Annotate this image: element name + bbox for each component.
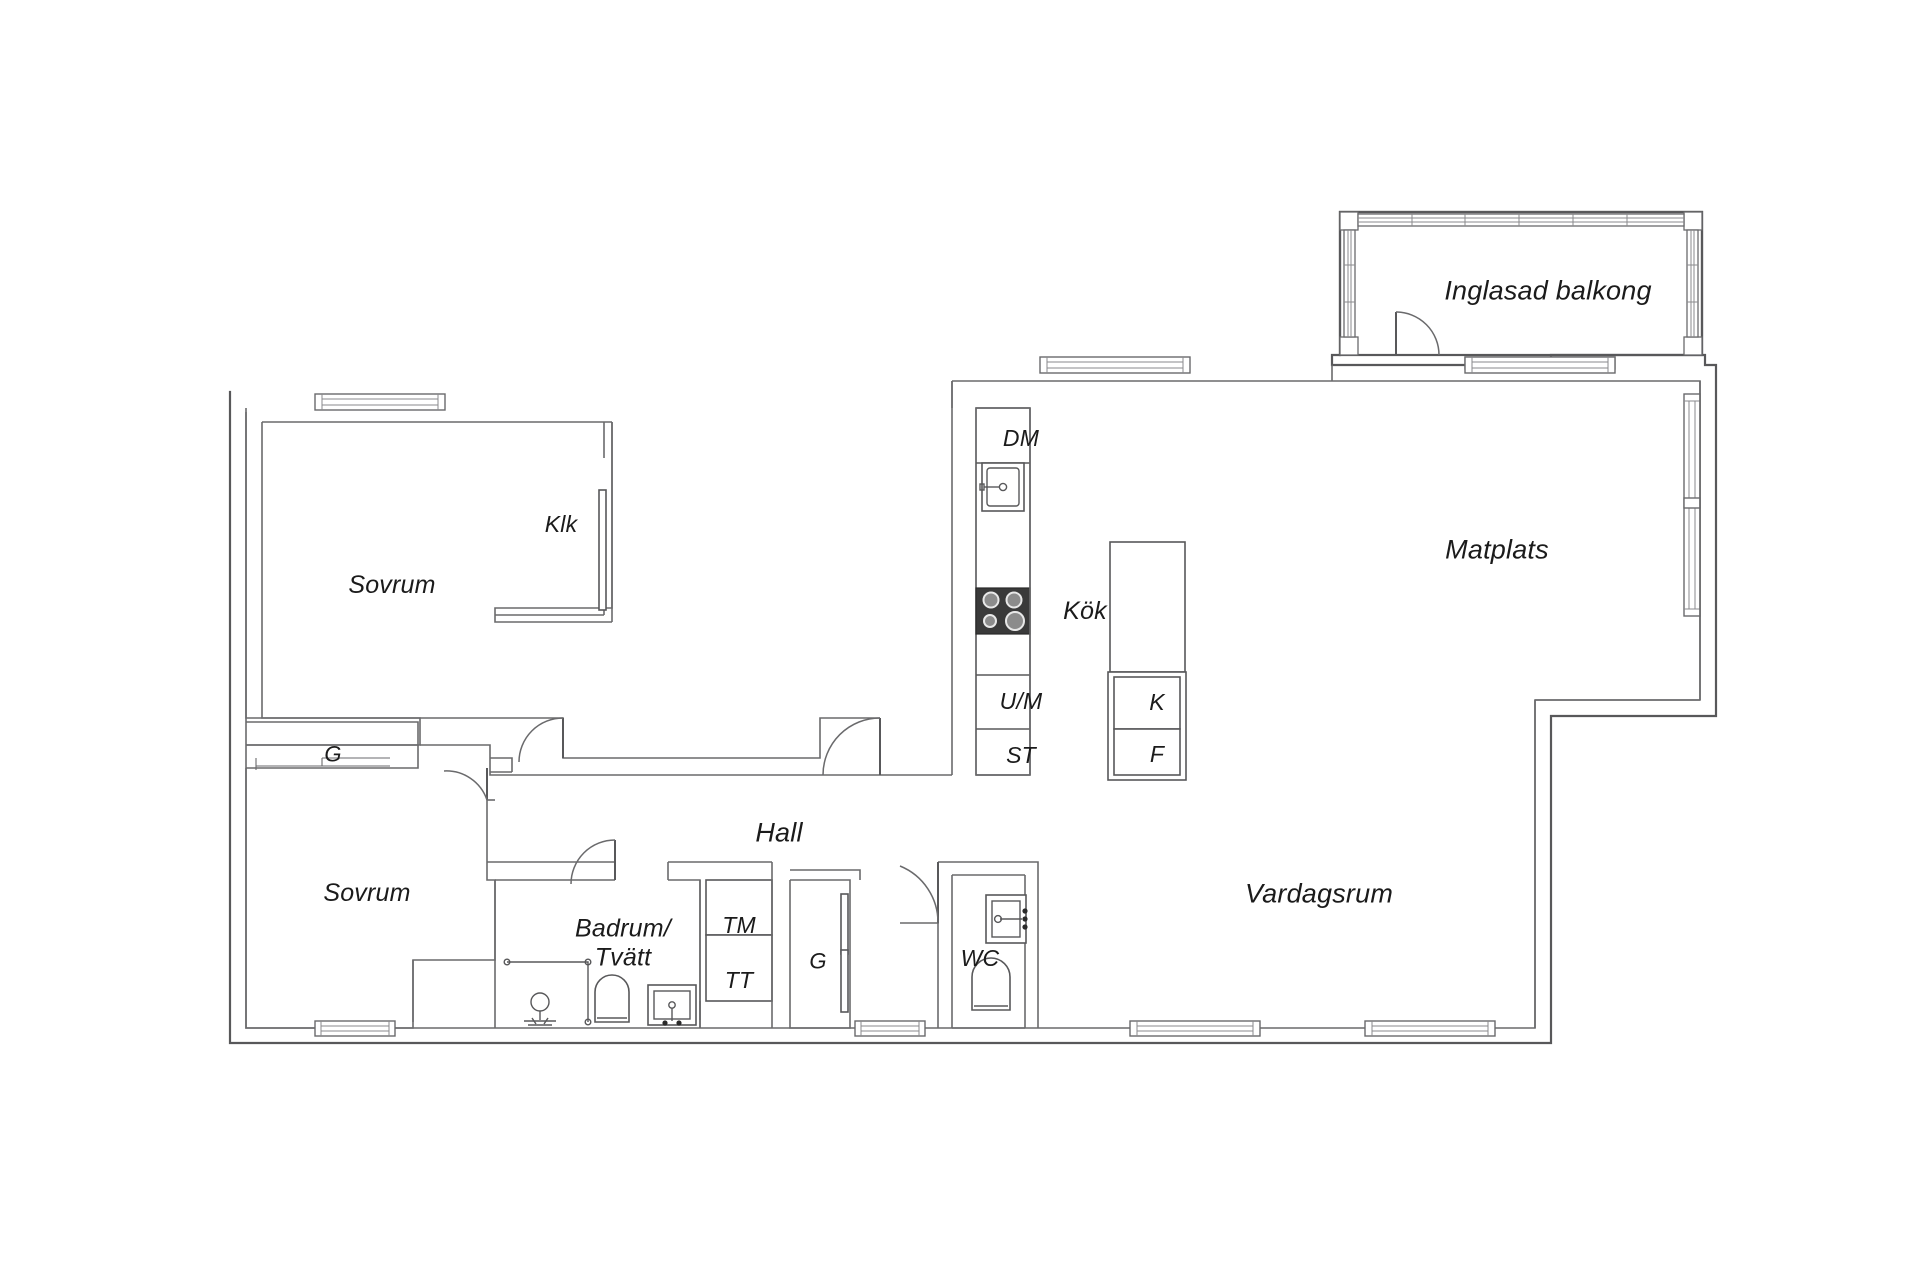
room-label-frys: F — [1149, 740, 1165, 767]
room-wc-walls — [900, 861, 1039, 1029]
badrum-fixtures — [503, 958, 697, 1026]
windows — [314, 356, 1701, 1037]
room-label-diskmaskin: DM — [1002, 424, 1040, 451]
room-label-garderob-hall: G — [809, 948, 827, 974]
wall-details — [951, 365, 1701, 1028]
burner-1 — [982, 591, 1000, 609]
win-sovrum-top — [314, 393, 446, 411]
door-sovrum-bottom-arc — [443, 770, 488, 801]
garderob-top-walls — [246, 721, 419, 770]
doors — [443, 717, 939, 924]
room-sovrum-bottom-walls — [245, 768, 496, 1029]
room-label-kok: Kök — [1063, 596, 1107, 625]
door-wc-arc — [899, 865, 939, 924]
balkong-post-sw — [1339, 336, 1359, 356]
badrum-toilet — [594, 974, 630, 1023]
room-label-tvattmaskin: TM — [722, 911, 756, 938]
kyl-box — [1113, 676, 1181, 730]
kitchen-island — [1107, 541, 1187, 781]
balkong-post-se — [1683, 336, 1703, 356]
hall-walls — [420, 717, 952, 776]
kitchen-counter-run — [975, 407, 1031, 776]
burner-2 — [1005, 591, 1023, 609]
balkong-glazing-west — [1343, 229, 1356, 338]
garderob-hall-walls — [789, 869, 861, 1029]
garderob-rod-lower — [840, 949, 849, 1013]
win-hall-south — [854, 1020, 926, 1037]
tvattmaskin-box — [705, 879, 773, 936]
win-matplats-north — [1464, 356, 1616, 374]
door-sovrum-top-arc — [518, 717, 564, 763]
room-label-garderob-top: G — [324, 741, 342, 767]
exterior-wall-outer — [228, 210, 1718, 1045]
wc-toilet — [971, 957, 1011, 1011]
room-label-vardagsrum: Vardagsrum — [1244, 878, 1394, 909]
room-label-kyl: K — [1149, 688, 1165, 715]
balkong-door-arc — [1395, 311, 1440, 356]
inglasad-balkong-structure — [1338, 210, 1704, 370]
room-label-matplats: Matplats — [1445, 534, 1549, 565]
balkong-post-ne — [1683, 211, 1703, 231]
win-vardagsrum-2 — [1364, 1020, 1496, 1037]
room-label-sovrum-bottom: Sovrum — [323, 878, 411, 907]
room-label-wc: WC — [960, 944, 1000, 971]
door-hall-kok-arc — [822, 717, 881, 776]
burner-3 — [983, 614, 997, 628]
klk-sliding-door-leaf — [598, 489, 607, 611]
burner-4 — [1005, 611, 1025, 631]
kitchen-tall-cabinet — [1109, 541, 1186, 673]
win-sovrum-bottom — [314, 1020, 396, 1037]
balkong-glazing-north — [1357, 213, 1685, 227]
room-label-klk: Klk — [544, 510, 578, 537]
balkong-glazing-east — [1686, 229, 1699, 338]
garderob-rod-upper — [840, 893, 849, 955]
room-label-ugn-mikro: U/M — [999, 687, 1043, 714]
laundry-appliances — [699, 861, 773, 1028]
room-label-hall: Hall — [755, 817, 803, 848]
balkong-post-nw — [1339, 211, 1359, 231]
win-kok-north — [1039, 356, 1191, 374]
room-label-stadskap: ST — [1006, 741, 1036, 768]
win-vardagsrum-1 — [1129, 1020, 1261, 1037]
door-badrum-arc — [570, 839, 616, 885]
room-label-torktumlare: TT — [724, 966, 754, 993]
shower-drain — [530, 992, 550, 1012]
exterior-wall-inner — [245, 380, 1701, 1029]
room-label-sovrum-top: Sovrum — [348, 570, 436, 599]
kok-partition — [976, 407, 1031, 776]
frys-box — [1113, 728, 1181, 776]
room-label-badrum-tvatt: Badrum/ Tvätt — [575, 914, 671, 972]
room-label-inglasad-balkong: Inglasad balkong — [1444, 275, 1652, 306]
